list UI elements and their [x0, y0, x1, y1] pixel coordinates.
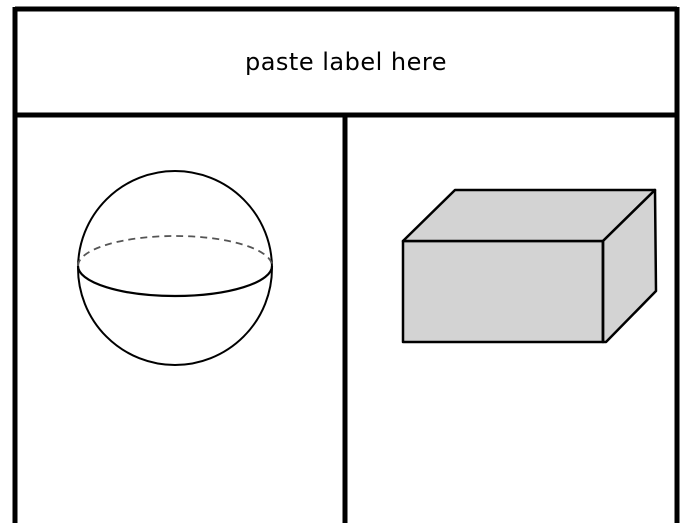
- sphere-outline: [78, 171, 272, 365]
- sphere-hidden-equator: [78, 236, 272, 266]
- rectangular-prism-shape: [403, 190, 656, 342]
- sphere-shape: [78, 171, 272, 365]
- prism-front-face: [403, 241, 603, 342]
- sphere-visible-equator: [78, 266, 272, 296]
